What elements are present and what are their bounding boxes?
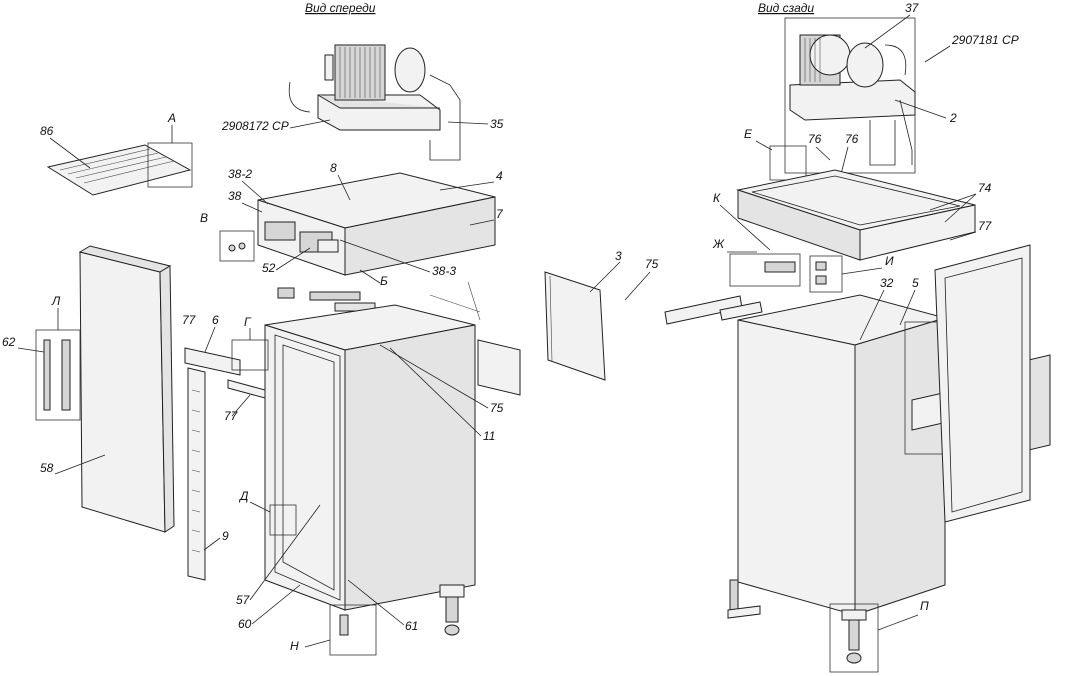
label-2: 2 bbox=[949, 111, 957, 125]
detail-box-E bbox=[769, 145, 807, 181]
label-11: 11 bbox=[483, 429, 495, 443]
detail-box-D bbox=[269, 504, 297, 536]
label-E: Е bbox=[744, 127, 753, 141]
detail-box-P bbox=[829, 603, 879, 673]
label-60: 60 bbox=[238, 617, 252, 631]
label-V: В bbox=[200, 211, 208, 225]
detail-box-N bbox=[329, 604, 377, 656]
label-B: Б bbox=[380, 274, 388, 288]
label-G: Г bbox=[244, 315, 252, 329]
label-A: А bbox=[167, 111, 176, 125]
label-N: Н bbox=[290, 639, 299, 653]
detail-box-I bbox=[809, 255, 843, 293]
detail-box-Zh bbox=[729, 253, 801, 287]
top-housing bbox=[257, 172, 496, 276]
rear-door bbox=[934, 244, 1031, 523]
shelf-grid bbox=[46, 144, 192, 196]
label-37: 37 bbox=[905, 1, 920, 15]
label-74: 74 bbox=[978, 181, 992, 195]
label-38: 38 bbox=[228, 189, 242, 203]
label-57: 57 bbox=[236, 593, 251, 607]
label-32: 32 bbox=[880, 276, 894, 290]
label-62: 62 bbox=[2, 335, 16, 349]
detail-box-V bbox=[219, 230, 255, 262]
label-58: 58 bbox=[40, 461, 54, 475]
label-P: П bbox=[920, 599, 929, 613]
label-35: 35 bbox=[490, 117, 504, 131]
detail-box-L bbox=[35, 329, 81, 421]
front-compressor-unit bbox=[288, 44, 461, 161]
label-77a: 77 bbox=[182, 313, 197, 327]
label-6: 6 bbox=[212, 313, 219, 327]
label-76b: 76 bbox=[845, 132, 859, 146]
label-2907181: 2907181 СР bbox=[951, 33, 1019, 47]
label-I: И bbox=[885, 254, 894, 268]
label-38-3: 38-3 bbox=[432, 264, 456, 278]
label-5: 5 bbox=[912, 276, 919, 290]
rear-cabinet bbox=[737, 294, 947, 616]
label-61: 61 bbox=[405, 619, 418, 633]
label-38-2: 38-2 bbox=[228, 167, 252, 181]
label-75b: 75 bbox=[490, 401, 504, 415]
label-D: Д bbox=[238, 489, 249, 503]
front-door-58 bbox=[78, 245, 175, 533]
front-view-title: Вид спереди bbox=[305, 1, 376, 15]
rear-view-title: Вид сзади bbox=[758, 1, 814, 15]
label-75a: 75 bbox=[645, 257, 659, 271]
detail-box-A bbox=[147, 142, 193, 188]
label-77c: 77 bbox=[978, 219, 993, 233]
label-86: 86 bbox=[40, 124, 54, 138]
rear-top-housing bbox=[736, 169, 976, 261]
label-Zh: Ж bbox=[712, 237, 725, 251]
front-cabinet bbox=[264, 304, 476, 611]
label-3: 3 bbox=[615, 249, 622, 263]
side-panel-3 bbox=[544, 271, 606, 381]
label-4: 4 bbox=[496, 169, 503, 183]
label-L: Л bbox=[51, 294, 61, 308]
label-52: 52 bbox=[262, 261, 276, 275]
label-7: 7 bbox=[496, 207, 504, 221]
label-76a: 76 bbox=[808, 132, 822, 146]
label-9: 9 bbox=[222, 529, 229, 543]
label-K: К bbox=[713, 191, 721, 205]
label-8: 8 bbox=[330, 161, 337, 175]
rear-compressor-unit bbox=[789, 34, 916, 166]
label-2908172: 2908172 СР bbox=[221, 119, 289, 133]
